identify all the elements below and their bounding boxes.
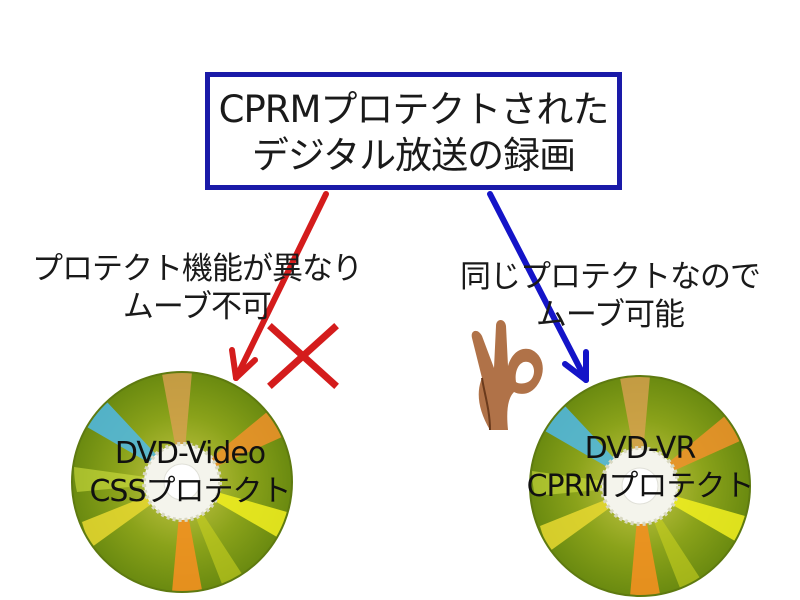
cross-icon [267,323,339,389]
right-label-line1: 同じプロテクトなので [460,259,761,295]
disc-left-label: DVD-Video CSSプロテクト [70,435,310,511]
right-branch-label: 同じプロテクトなので ムーブ可能 [440,258,780,334]
ok-hand-icon [471,320,543,431]
disc-left-line2: CSSプロテクト [89,474,291,509]
right-label-line2: ムーブ可能 [535,297,685,333]
disc-right-label: DVD-VR CPRMプロテクト [500,430,780,506]
disc-right-line2: CPRMプロテクト [526,469,755,504]
disc-right-line1: DVD-VR [584,431,697,466]
left-label-line2: ムーブ不可 [122,289,272,325]
source-title-line1: CPRMプロテクトされた [218,88,610,131]
blue-arrow-icon [487,191,589,383]
source-title-line2: デジタル放送の録画 [251,134,576,177]
source-recording-box: CPRMプロテクトされた デジタル放送の録画 [205,72,622,190]
left-branch-label: プロテクト機能が異なり ムーブ不可 [12,250,382,326]
red-arrow-icon [229,191,329,381]
left-label-line1: プロテクト機能が異なり [32,251,363,287]
disc-left-line1: DVD-Video [114,436,266,471]
